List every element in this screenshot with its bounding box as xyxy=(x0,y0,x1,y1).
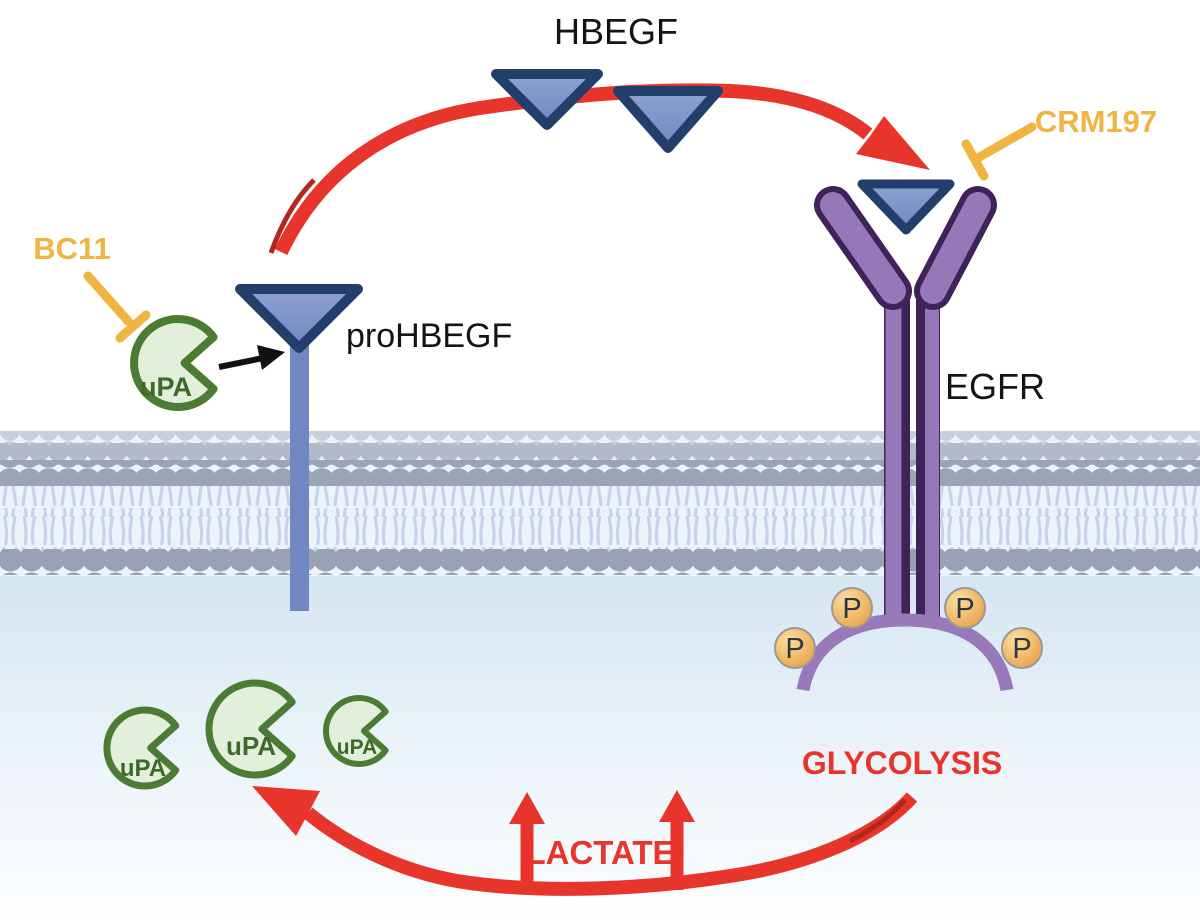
egfr-stem-right xyxy=(925,300,939,622)
phosphate-label: P xyxy=(842,593,861,625)
upa-enzyme-left xyxy=(103,706,180,790)
phosphate-circle xyxy=(1001,627,1043,669)
egfr-receptor: P P P P xyxy=(774,186,1043,692)
phosphate-circle xyxy=(831,587,873,629)
egfr-stem-left xyxy=(885,300,902,622)
egfr-arm-left xyxy=(820,192,906,304)
bc11-inhibition xyxy=(83,271,151,343)
cell-membrane xyxy=(0,431,1200,576)
binding-arrowhead xyxy=(856,116,930,170)
hbegf-triangle-bound xyxy=(857,179,955,235)
glycolysis-arc-tail-shade xyxy=(848,798,907,844)
phosphate-label: P xyxy=(1012,633,1031,665)
phosphate-label: P xyxy=(955,593,974,625)
bc11-inhibitor-line xyxy=(83,271,133,326)
egfr-label: EGFR xyxy=(945,366,1045,407)
hbegf-triangle-1 xyxy=(491,69,603,130)
hbegf-label: HBEGF xyxy=(554,11,678,52)
phosphate-badge: P xyxy=(1001,627,1043,669)
lactate-label: LACTATE xyxy=(525,834,674,871)
lactate-arrowhead xyxy=(509,792,545,824)
lactate-arrow-shaft xyxy=(520,822,534,893)
crm197-inhibitor-bar xyxy=(961,139,989,181)
upa-enzyme-right xyxy=(323,695,389,767)
cleavage-arrow-shaft xyxy=(218,355,264,370)
lipid-heads-row-bottom xyxy=(0,549,1200,575)
lactate-up-arrow-right xyxy=(659,790,695,890)
cytosol-background xyxy=(0,560,1200,920)
lactate-up-arrow-left xyxy=(509,792,545,893)
prohbegf-label: proHBEGF xyxy=(346,317,512,355)
upa-enzyme-center xyxy=(205,679,296,779)
bc11-label: BC11 xyxy=(33,231,111,266)
upa-enzyme-membrane xyxy=(130,315,218,411)
bc11-inhibitor-bar xyxy=(115,310,151,343)
upa-enzymes xyxy=(103,315,389,790)
phosphate-circle xyxy=(944,587,986,629)
phosphate-badge: P xyxy=(774,627,816,669)
cleavage-arrowhead xyxy=(257,345,285,370)
upa-label-right: uPA xyxy=(337,736,377,759)
prohbegf-stalk xyxy=(290,335,309,611)
crm197-inhibitor-line xyxy=(971,122,1037,164)
lipid-tails-lower xyxy=(0,516,1200,555)
glycolysis-label: GLYCOLYSIS xyxy=(802,745,1002,781)
lactate-arrowhead xyxy=(659,790,695,822)
upa-label-center: uPA xyxy=(226,731,276,761)
phosphate-circle xyxy=(774,627,816,669)
phosphate-badge: P xyxy=(831,587,873,629)
lactate-arrow-shaft xyxy=(670,820,684,890)
upa-label-membrane: uPA xyxy=(140,372,192,402)
release-arc-tail-shade xyxy=(268,178,316,254)
cleavage-arrow xyxy=(218,345,285,370)
phosphate-badge: P xyxy=(944,587,986,629)
egfr-arm-right xyxy=(920,192,991,304)
prohbegf-molecule xyxy=(235,284,363,611)
crm197-inhibition xyxy=(961,122,1037,181)
hbegf-triangle-2 xyxy=(613,86,723,153)
lipid-heads-row-3 xyxy=(0,460,1200,486)
glycolysis-upa-arc xyxy=(303,792,918,896)
egfr-kinase-dome xyxy=(796,613,1014,692)
hbegf-ligands xyxy=(491,69,955,235)
upa-label-left: uPA xyxy=(120,755,166,782)
upa-arrowhead xyxy=(252,786,320,836)
prohbegf-triangle xyxy=(235,284,363,353)
crm197-label: CRM197 xyxy=(1035,104,1157,139)
phosphate-label: P xyxy=(785,633,804,665)
